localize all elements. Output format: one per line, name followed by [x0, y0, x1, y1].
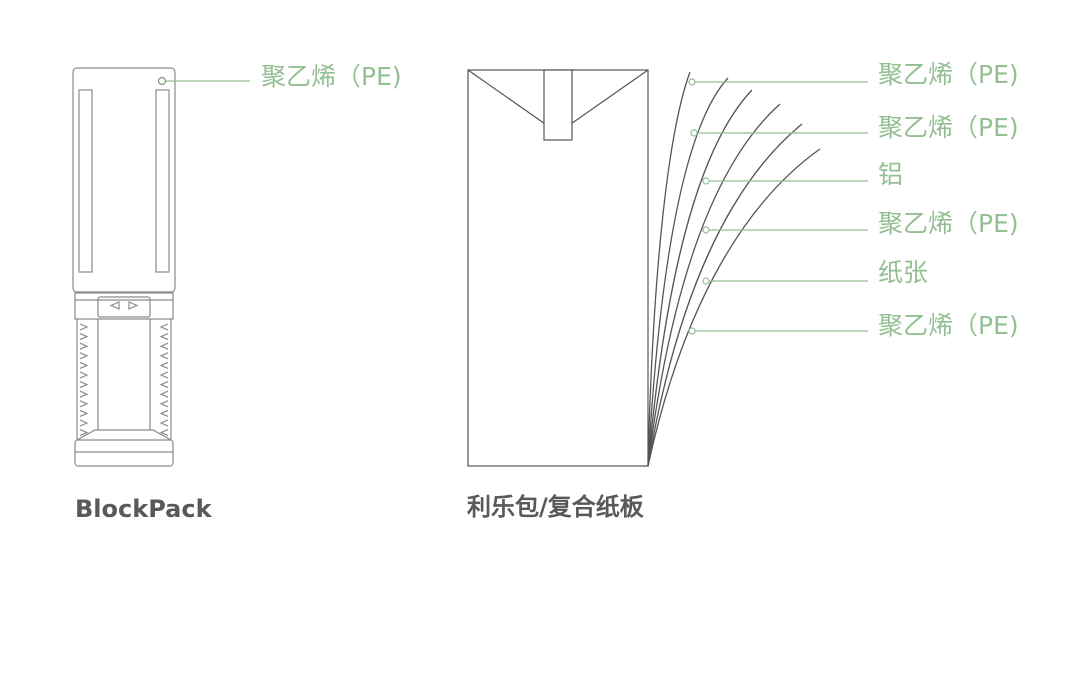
- rib-left: [79, 371, 89, 379]
- rib-left: [79, 342, 89, 350]
- blockpack-joint: [74, 292, 174, 320]
- rib-right: [159, 381, 169, 389]
- layer-label-2: 聚乙烯（PE): [878, 113, 1019, 142]
- leader-point-4: [702, 226, 710, 234]
- rib-right: [159, 361, 169, 369]
- blockpack-material-label: 聚乙烯（PE): [261, 62, 402, 91]
- blockpack-illustration: [72, 67, 176, 467]
- blockpack-cap-point: [157, 76, 167, 86]
- rib-right: [159, 400, 169, 408]
- layer-label-4: 聚乙烯（PE): [878, 209, 1019, 238]
- layer-curve-6: [647, 148, 821, 467]
- blockpack-ribs-right: [159, 323, 169, 437]
- rib-left: [79, 400, 89, 408]
- rib-left: [79, 419, 89, 427]
- arrow-left-icon: [109, 301, 120, 310]
- blockpack-base: [74, 439, 174, 467]
- rib-left: [79, 361, 89, 369]
- rib-right: [159, 323, 169, 331]
- layer-curve-4: [647, 103, 781, 467]
- leader-point-1: [688, 78, 696, 86]
- layer-label-1: 聚乙烯（PE): [878, 60, 1019, 89]
- carton-tab: [543, 69, 573, 141]
- rib-right: [159, 409, 169, 417]
- blockpack-right-panel: [155, 89, 170, 273]
- carton-layer-curves: [647, 71, 821, 467]
- rib-left: [79, 409, 89, 417]
- rib-right: [159, 429, 169, 437]
- leader-point-5: [702, 277, 710, 285]
- leader-point-6: [688, 327, 696, 335]
- rib-left: [79, 333, 89, 341]
- layer-label-6: 聚乙烯（PE): [878, 311, 1019, 340]
- blockpack-caption: BlockPack: [75, 495, 212, 523]
- blockpack-left-panel: [78, 89, 93, 273]
- blockpack-base-shoulder: [76, 429, 172, 441]
- layer-label-3: 铝: [878, 160, 904, 189]
- layer-curve-5: [647, 123, 803, 467]
- rib-left: [79, 352, 89, 360]
- leader-point-2: [690, 129, 698, 137]
- rib-right: [159, 342, 169, 350]
- arrow-right-icon: [128, 301, 139, 310]
- rib-left: [79, 323, 89, 331]
- layer-curve-3: [647, 89, 753, 467]
- carton-caption: 利乐包/复合纸板: [467, 493, 644, 521]
- rib-left: [79, 390, 89, 398]
- layer-curve-1: [647, 71, 691, 467]
- blockpack-ribs-left: [79, 323, 89, 437]
- layer-label-5: 纸张: [878, 258, 929, 287]
- carton-illustration: [467, 69, 649, 467]
- rib-right: [159, 371, 169, 379]
- rib-right: [159, 419, 169, 427]
- rib-right: [159, 352, 169, 360]
- rib-right: [159, 333, 169, 341]
- blockpack-arrow-badge: [97, 296, 151, 318]
- rib-left: [79, 381, 89, 389]
- rib-left: [79, 429, 89, 437]
- blockpack-upper-body: [72, 67, 176, 293]
- leader-point-3: [702, 177, 710, 185]
- layer-curve-2: [647, 77, 729, 467]
- rib-right: [159, 390, 169, 398]
- carton-layer-leaders: [688, 78, 868, 335]
